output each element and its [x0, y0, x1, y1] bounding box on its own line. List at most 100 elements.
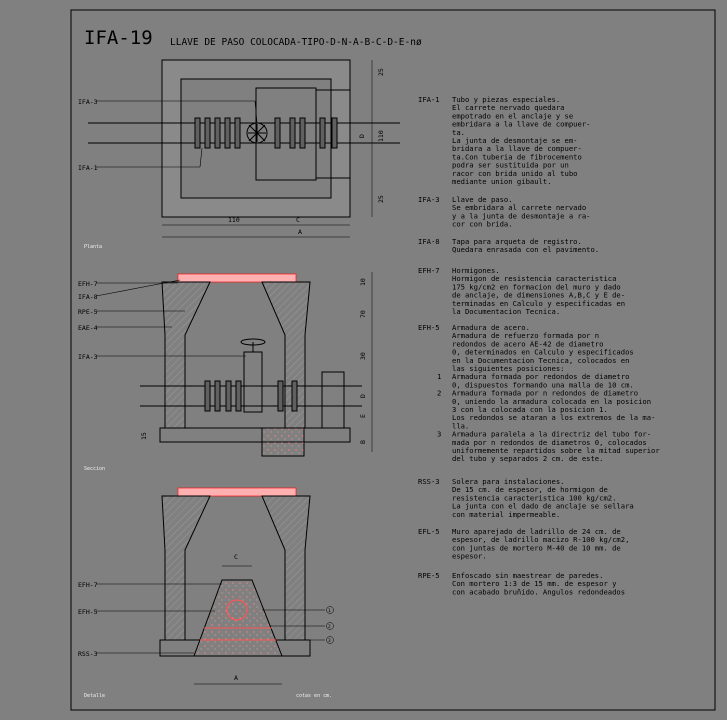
note-line: 0, determinados en Calculo y especificad… — [452, 348, 634, 357]
note-item-line: uniformemente repartidos sobre la mitad … — [452, 446, 660, 455]
note-line: Armadura de acero. — [452, 323, 530, 332]
note-line: espesor, de ladrillo macizo R-100 kg/cm2… — [452, 535, 629, 544]
note-line: ta.Con tuberia de fibrocemento — [452, 152, 582, 161]
note-item-line: Armadura paralela a la directriz del tub… — [452, 430, 651, 439]
note-line: redondos de acero AE-42 de diametro — [452, 339, 603, 348]
note-line: empotrado en el anclaje y se — [452, 111, 573, 120]
sheet-border — [70, 9, 716, 711]
note-line: Tubo y piezas especiales. — [452, 95, 560, 104]
note-line: La junta de desmontaje se em- — [452, 136, 578, 145]
note-item-number: 3 — [437, 430, 441, 439]
section-dim-10: 10 — [359, 278, 367, 286]
note-code: EFH-5 — [418, 323, 440, 332]
note-item-line: Armadura formada por redondos de diametr… — [452, 372, 629, 381]
plan-label-ifa3: IFA-3 — [78, 98, 98, 106]
section-label-efh7: EFH-7 — [78, 280, 98, 288]
detail-ref-1: 1 — [328, 608, 331, 614]
detail-ref-2: 2 — [328, 624, 331, 630]
detail-label-efh7: EFH-7 — [78, 581, 98, 589]
note-line: las siguientes posiciones: — [452, 364, 565, 373]
note-line: Enfoscado sin maestrear de paredes. — [452, 571, 603, 580]
note-line: ta. — [452, 128, 465, 137]
note-line: Hormigones. — [452, 266, 500, 275]
detail-label-efh5: EFH-5 — [78, 608, 98, 616]
note-item-line: 0, dispuestos formando una malla de 10 c… — [452, 380, 634, 389]
detail-label-rss3: RSS-3 — [78, 650, 98, 658]
title-code: IFA-19 — [84, 27, 153, 49]
note-line: El carrete nervado quedara — [452, 103, 565, 112]
note-item-line: del tubo y separados 2 cm. de este. — [452, 454, 603, 463]
note-line: Armadura de refuerzo formada por n — [452, 331, 599, 340]
section-label-rpe5: RPE-5 — [78, 308, 98, 316]
section-view: EFH-7 IFA-8 RPE-5 EAE-4 IFA-3 10 70 30 D… — [78, 272, 373, 472]
note-code: IFA-1 — [418, 95, 440, 104]
note-line: en la Documentacion Tecnica, colocados e… — [452, 356, 629, 365]
note-item-line: 0, uniendo la armadura colocada en la po… — [452, 397, 651, 406]
note-line: podra ser sustituida por un — [452, 161, 569, 170]
detail-footer: cotas en cm. — [296, 693, 332, 699]
plan-dim-v3: D — [358, 134, 366, 138]
plan-dim-110: 110 — [228, 216, 240, 224]
note-line: de anclaje, de dimensiones A,B,C y E de- — [452, 291, 625, 300]
note-line: Muro aparejado de ladrillo de 24 cm. de — [452, 527, 621, 536]
note-line: cor con brida. — [452, 220, 513, 229]
note-item-number: 1 — [437, 372, 441, 381]
note-item-number: 2 — [437, 389, 441, 398]
plan-label-ifa1: IFA-1 — [78, 164, 98, 172]
section-dim-e: E — [359, 414, 367, 418]
note-line: Con mortero 1:3 de 15 mm. de espesor y — [452, 579, 617, 588]
plan-dim-v1: 25 — [377, 68, 385, 76]
section-label-eae4: EAE-4 — [78, 324, 98, 332]
note-code: EFH-7 — [418, 266, 440, 275]
note-item-line: Armadura formada por n redondos de diame… — [452, 389, 638, 398]
note-line: con juntas de mortero M-40 de 10 mm. de — [452, 543, 621, 552]
plan-dim-v4: 25 — [377, 195, 385, 203]
note-item-line: Los redondos se ataran a los extremos de… — [452, 413, 655, 422]
note-item-line: 3 con la colocada con la posicion 1. — [452, 405, 608, 414]
note-item-line: mada por n redondos de diametros 0, colo… — [452, 438, 647, 447]
note-line: La junta con el dado de anclaje se sella… — [452, 502, 634, 511]
plan-dim-a: A — [298, 228, 302, 236]
section-dim-30: 30 — [359, 352, 367, 360]
notes-panel: IFA-1 Tubo y piezas especiales.El carrete… — [418, 95, 660, 596]
detail-caption: Detalle — [84, 693, 105, 699]
note-line: con material impermeable. — [452, 510, 560, 519]
note-line: Se embridara al carrete nervado — [452, 203, 586, 212]
section-dim-b: B — [359, 440, 367, 444]
detail-ref-3: 3 — [328, 638, 331, 644]
detail-dim-a: A — [234, 674, 238, 682]
section-caption: Seccion — [84, 466, 105, 472]
plan-view: IFA-3 IFA-1 110 C A 25 110 D 25 Planta — [78, 59, 400, 250]
note-code: IFA-8 — [418, 237, 440, 246]
section-dim-d: D — [359, 394, 367, 398]
note-line: terminadas en Calculo y especificadas en — [452, 299, 625, 308]
note-item-line: lla. — [452, 421, 469, 430]
note-code: EFL-5 — [418, 527, 440, 536]
note-line: espesor. — [452, 552, 487, 561]
section-label-ifa3: IFA-3 — [78, 353, 98, 361]
note-line: la Documentacion Tecnica. — [452, 307, 560, 316]
detail-dim-c: C — [234, 553, 238, 561]
section-dim-70: 70 — [359, 310, 367, 318]
note-line: resistencia caracteristica 100 kg/cm2. — [452, 493, 616, 502]
note-line: y a la junta de desmontaje a ra- — [452, 211, 590, 220]
note-line: Llave de paso. — [452, 195, 513, 204]
note-line: Solera para instalaciones. — [452, 477, 565, 486]
section-label-ifa8: IFA-8 — [78, 293, 98, 301]
note-code: RPE-5 — [418, 571, 440, 580]
plan-caption: Planta — [84, 244, 102, 250]
note-line: Tapa para arqueta de registro. — [452, 237, 582, 246]
note-code: IFA-3 — [418, 195, 440, 204]
note-line: 175 kg/cm2 en formacion del muro y dado — [452, 282, 621, 291]
note-line: con acabado bruñido. Angulos redondeados — [452, 587, 625, 596]
note-line: Hormigon de resistencia caracteristica — [452, 274, 616, 283]
note-code: RSS-3 — [418, 477, 440, 486]
note-line: bridara a la llave de compuer- — [452, 144, 582, 153]
note-line: Quedara enrasada con el pavimento. — [452, 245, 599, 254]
note-line: racor con brida unido al tubo — [452, 169, 578, 178]
plan-dim-c: C — [296, 216, 300, 224]
note-line: embridara a la llave de compuer- — [452, 120, 590, 129]
note-line: De 15 cm. de espesor, de hormigon de — [452, 485, 608, 494]
anchor-block — [193, 579, 283, 657]
